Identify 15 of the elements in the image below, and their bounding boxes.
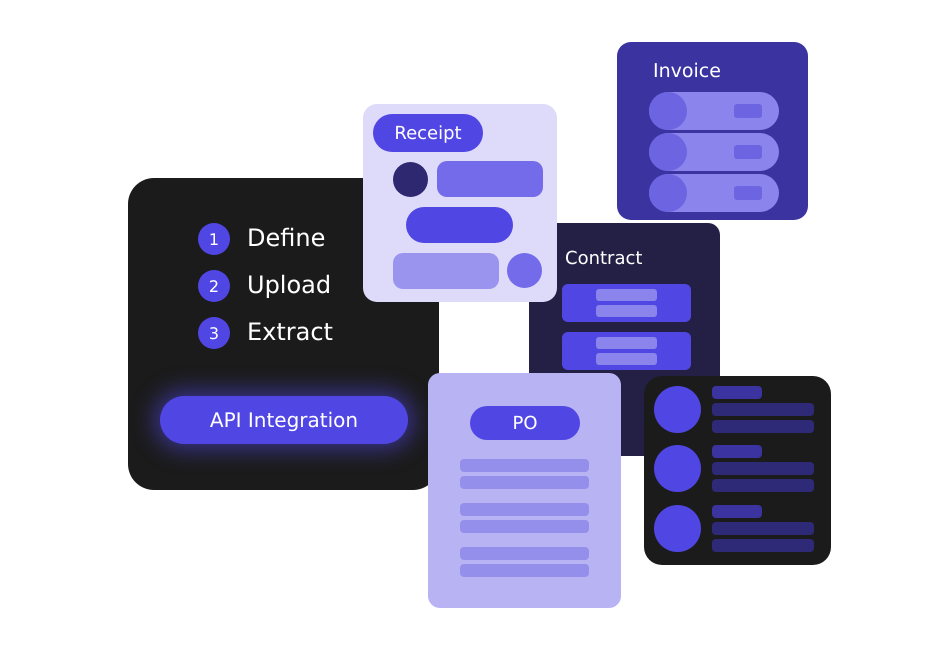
card-heading: Invoice	[653, 62, 721, 81]
receipt-card	[363, 104, 557, 302]
api-button: API Integration	[160, 396, 408, 444]
step-label: Define	[247, 226, 326, 250]
step-label: Extract	[247, 320, 333, 344]
list-card	[644, 376, 831, 565]
step-number-badge: 2	[198, 270, 230, 302]
heading-pill: Receipt	[373, 114, 483, 152]
card-heading: Contract	[565, 250, 642, 268]
step-number-badge: 3	[198, 317, 230, 349]
heading-pill: PO	[470, 406, 580, 440]
step-label: Upload	[247, 273, 332, 297]
po-card	[428, 373, 621, 608]
step-number-badge: 1	[198, 223, 230, 255]
invoice-card	[617, 42, 808, 220]
